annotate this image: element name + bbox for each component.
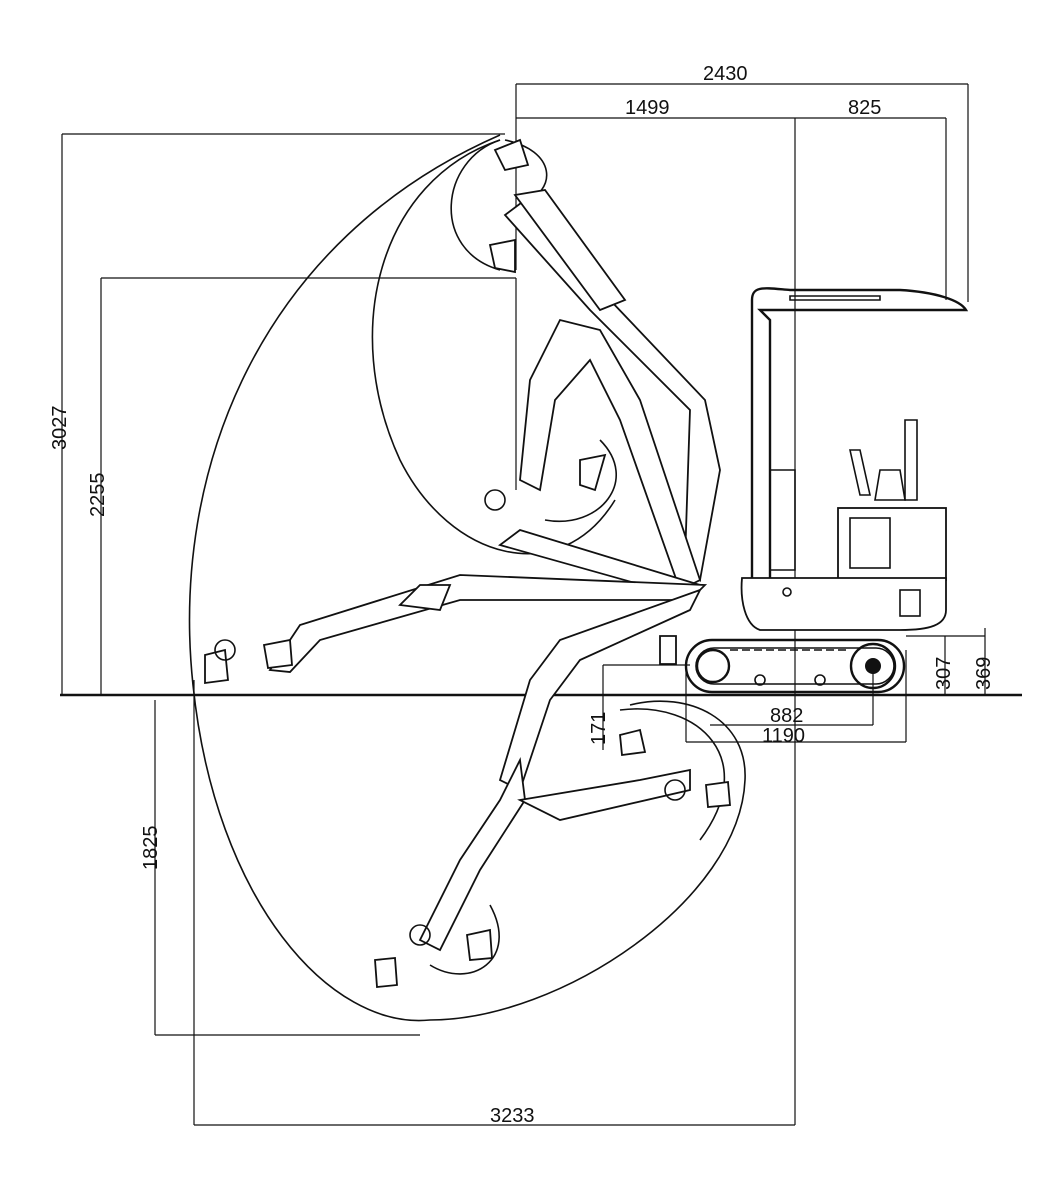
lower-bucket-arc	[619, 708, 726, 841]
dim-label-3027: 3027	[49, 406, 71, 451]
dim-label-2430: 2430	[703, 63, 748, 85]
dim-label-1499: 1499	[625, 97, 670, 119]
dim-label-825: 825	[848, 97, 881, 119]
dim-label-1190: 1190	[762, 725, 805, 747]
boom-arm-positions	[268, 189, 721, 952]
buckets	[204, 138, 731, 988]
bottom-bucket-arc	[429, 904, 500, 975]
excavator-body	[659, 287, 969, 694]
dim-label-2255: 2255	[87, 473, 109, 518]
dim-label-882: 882	[770, 705, 803, 727]
inner-envelope-top-bucket	[450, 139, 501, 271]
max-reach-envelope	[188, 134, 746, 1022]
dim-label-1825: 1825	[140, 826, 162, 871]
dim-label-3233: 3233	[490, 1105, 535, 1127]
dimension-labels: 2430 1499 825 882 1190 3233 3027 2255 18…	[49, 63, 995, 1127]
dim-label-307: 307	[933, 657, 955, 690]
dim-label-369: 369	[973, 657, 995, 690]
mid-bucket-arc	[544, 439, 618, 523]
dim-label-171: 171	[588, 712, 610, 745]
